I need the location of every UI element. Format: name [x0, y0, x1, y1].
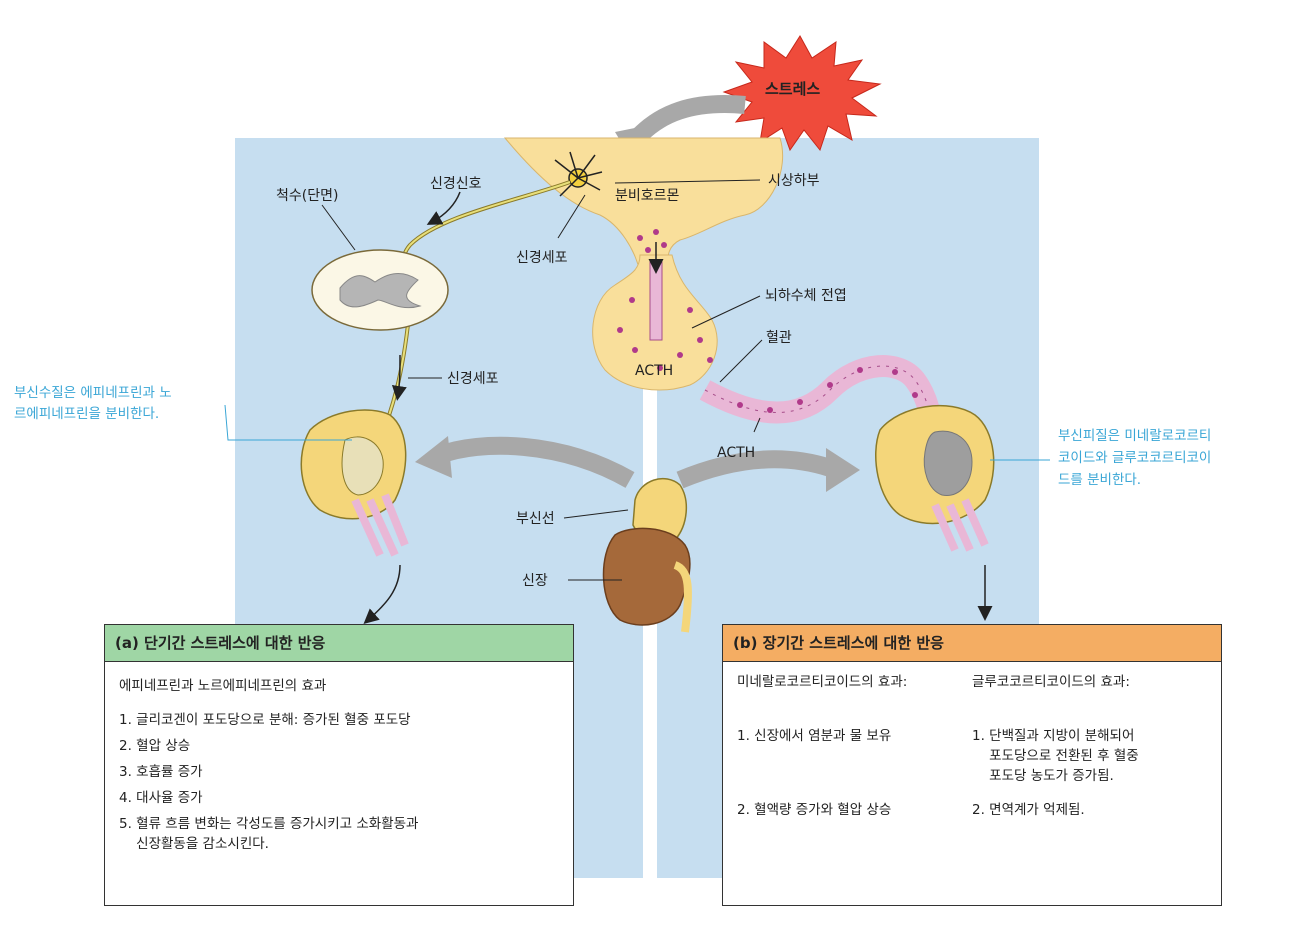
acth-pituitary-label: ACTH: [635, 363, 673, 379]
ureter: [673, 561, 692, 633]
short-term-effect: 신장활동을 감소시킨다.: [119, 836, 269, 852]
glucocorticoid-column: 글루코코르티코이드의 효과: 1. 단백질과 지방이 분해되어 포도당으로 전환…: [972, 672, 1207, 834]
cortex-note-line1: 부신피질은 미네랄로코르티: [1058, 428, 1211, 444]
portal-vessel: [649, 261, 663, 341]
stress-label: 스트레스: [765, 80, 820, 98]
hypothalamus-label: 시상하부: [768, 173, 820, 189]
short-term-effect: 2. 혈압 상승: [119, 738, 191, 754]
arrow-to-right-adrenal-head: [826, 448, 860, 492]
mineralocorticoid-effect: 1. 신장에서 염분과 물 보유: [737, 728, 892, 744]
anterior-pituitary-label: 뇌하수체 전엽: [765, 288, 847, 304]
short-term-subtitle: 에피네프린과 노르에피네프린의 효과: [119, 678, 327, 694]
stress-arrow: [633, 95, 746, 142]
short-term-effect: 5. 혈류 흐름 변화는 각성도를 증가시키고 소화활동과: [119, 816, 419, 832]
short-term-effect: 3. 호흡률 증가: [119, 764, 203, 780]
note-leader-lines: [224, 404, 1050, 461]
hormone-secretion-label: 분비호르몬: [615, 188, 680, 204]
adrenal-vessels-right: [931, 498, 989, 552]
short-term-effect: 1. 글리코겐이 포도당으로 분해: 증가된 혈중 포도당: [119, 712, 411, 728]
neuron-dendrites: [554, 151, 603, 197]
hormone-dots: [617, 229, 928, 428]
short-term-response-box: (a) 단기간 스트레스에 대한 반응 에피네프린과 노르에피네프린의 효과 1…: [104, 624, 574, 906]
mineralocorticoid-title: 미네랄로코르티코이드의 효과:: [737, 674, 908, 690]
mineralocorticoid-effects: 1. 신장에서 염분과 물 보유 2. 혈액량 증가와 혈압 상승: [737, 726, 972, 820]
acth-vessel-label: ACTH: [717, 445, 755, 461]
spinal-gray-matter: [339, 273, 422, 309]
long-term-title: (b) 장기간 스트레스에 대한 반응: [723, 625, 1221, 662]
mineralocorticoid-effect: 2. 혈액량 증가와 혈압 상승: [737, 802, 892, 818]
stress-starburst: [722, 35, 882, 152]
nerve-cell-left-label: 신경세포: [447, 371, 499, 387]
glucocorticoid-title: 글루코코르티코이드의 효과:: [972, 674, 1130, 690]
nerve-signal-label: 신경신호: [430, 176, 482, 192]
leader-lines: [321, 179, 763, 581]
arrow-to-left-adrenal: [436, 436, 635, 488]
medulla-note-line1: 부신수질은 에피네프린과 노: [14, 385, 172, 401]
mineralocorticoid-column: 미네랄로코르티코이드의 효과: 1. 신장에서 염분과 물 보유 2. 혈액량 …: [737, 672, 972, 834]
arrow-to-left-adrenal-head: [415, 436, 452, 478]
cortex-note-line2: 코이드와 글루코코르티코이: [1058, 450, 1211, 466]
short-term-effect: 4. 대사율 증가: [119, 790, 203, 806]
adrenal-vessels-left: [351, 493, 409, 557]
arrow-nerve-signal: [426, 191, 461, 225]
medulla-note-line2: 르에피네프린을 분비한다.: [14, 406, 159, 422]
glucocorticoid-effects: 1. 단백질과 지방이 분해되어 포도당으로 전환된 후 혈중 포도당 농도가 …: [972, 726, 1207, 820]
spinal-cord-label: 척수(단면): [276, 188, 338, 204]
adrenal-medulla-left: [341, 436, 384, 496]
arrow-spinal-down: [391, 354, 407, 401]
kidney: [602, 527, 691, 626]
kidney-label: 신장: [522, 573, 548, 589]
arrow-to-right-adrenal: [676, 450, 833, 489]
adrenal-cortex-core-right: [923, 430, 973, 496]
nerve-cell-top-label: 신경세포: [516, 250, 568, 266]
adrenal-gland-label: 부신선: [516, 511, 555, 527]
glucocorticoid-effect: 2. 면역계가 억제됨.: [972, 802, 1085, 818]
cortex-note-line3: 드를 분비한다.: [1058, 472, 1141, 488]
glucocorticoid-effect: 1. 단백질과 지방이 분해되어 포도당으로 전환된 후 혈중 포도당 농도가 …: [972, 728, 1139, 784]
short-term-title: (a) 단기간 스트레스에 대한 반응: [105, 625, 573, 662]
long-term-response-box: (b) 장기간 스트레스에 대한 반응 미네랄로코르티코이드의 효과: 1. 신…: [722, 624, 1222, 906]
short-term-effects: 1. 글리코겐이 포도당으로 분해: 증가된 혈중 포도당 2. 혈압 상승 3…: [119, 710, 559, 854]
blood-vessel-label: 혈관: [766, 330, 792, 346]
arrow-down-left: [363, 564, 401, 624]
